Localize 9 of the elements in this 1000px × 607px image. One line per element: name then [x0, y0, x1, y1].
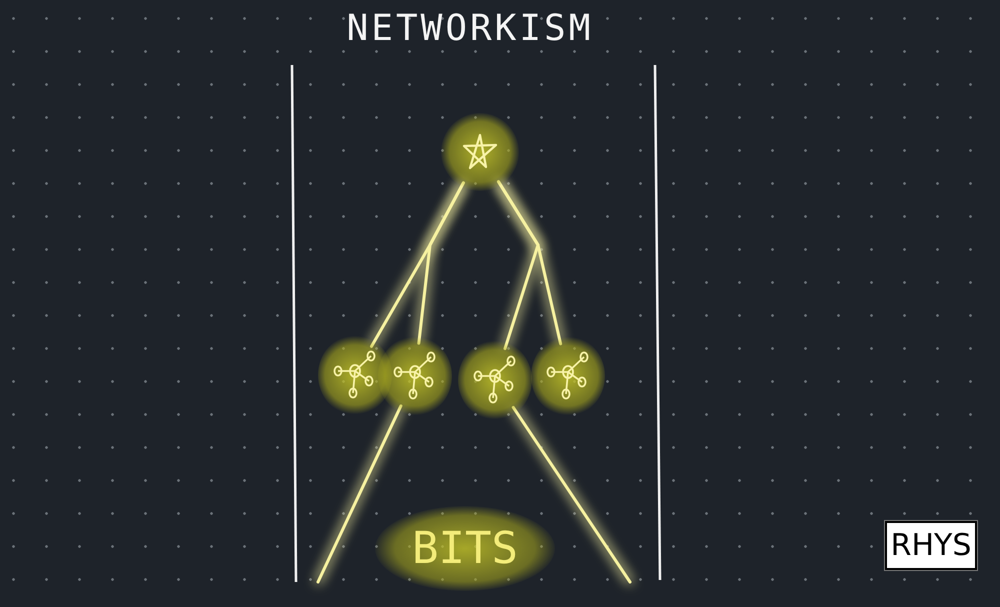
title: NETWORKISM — [346, 8, 594, 49]
signature-label: RHYS — [885, 521, 977, 570]
glow-patch — [441, 113, 519, 191]
connector-line — [316, 404, 402, 584]
connector-line — [417, 181, 465, 345]
glow-patch — [378, 336, 452, 416]
connector-line — [512, 406, 632, 584]
connector-line — [497, 180, 562, 346]
node-label: BITS — [412, 522, 518, 574]
